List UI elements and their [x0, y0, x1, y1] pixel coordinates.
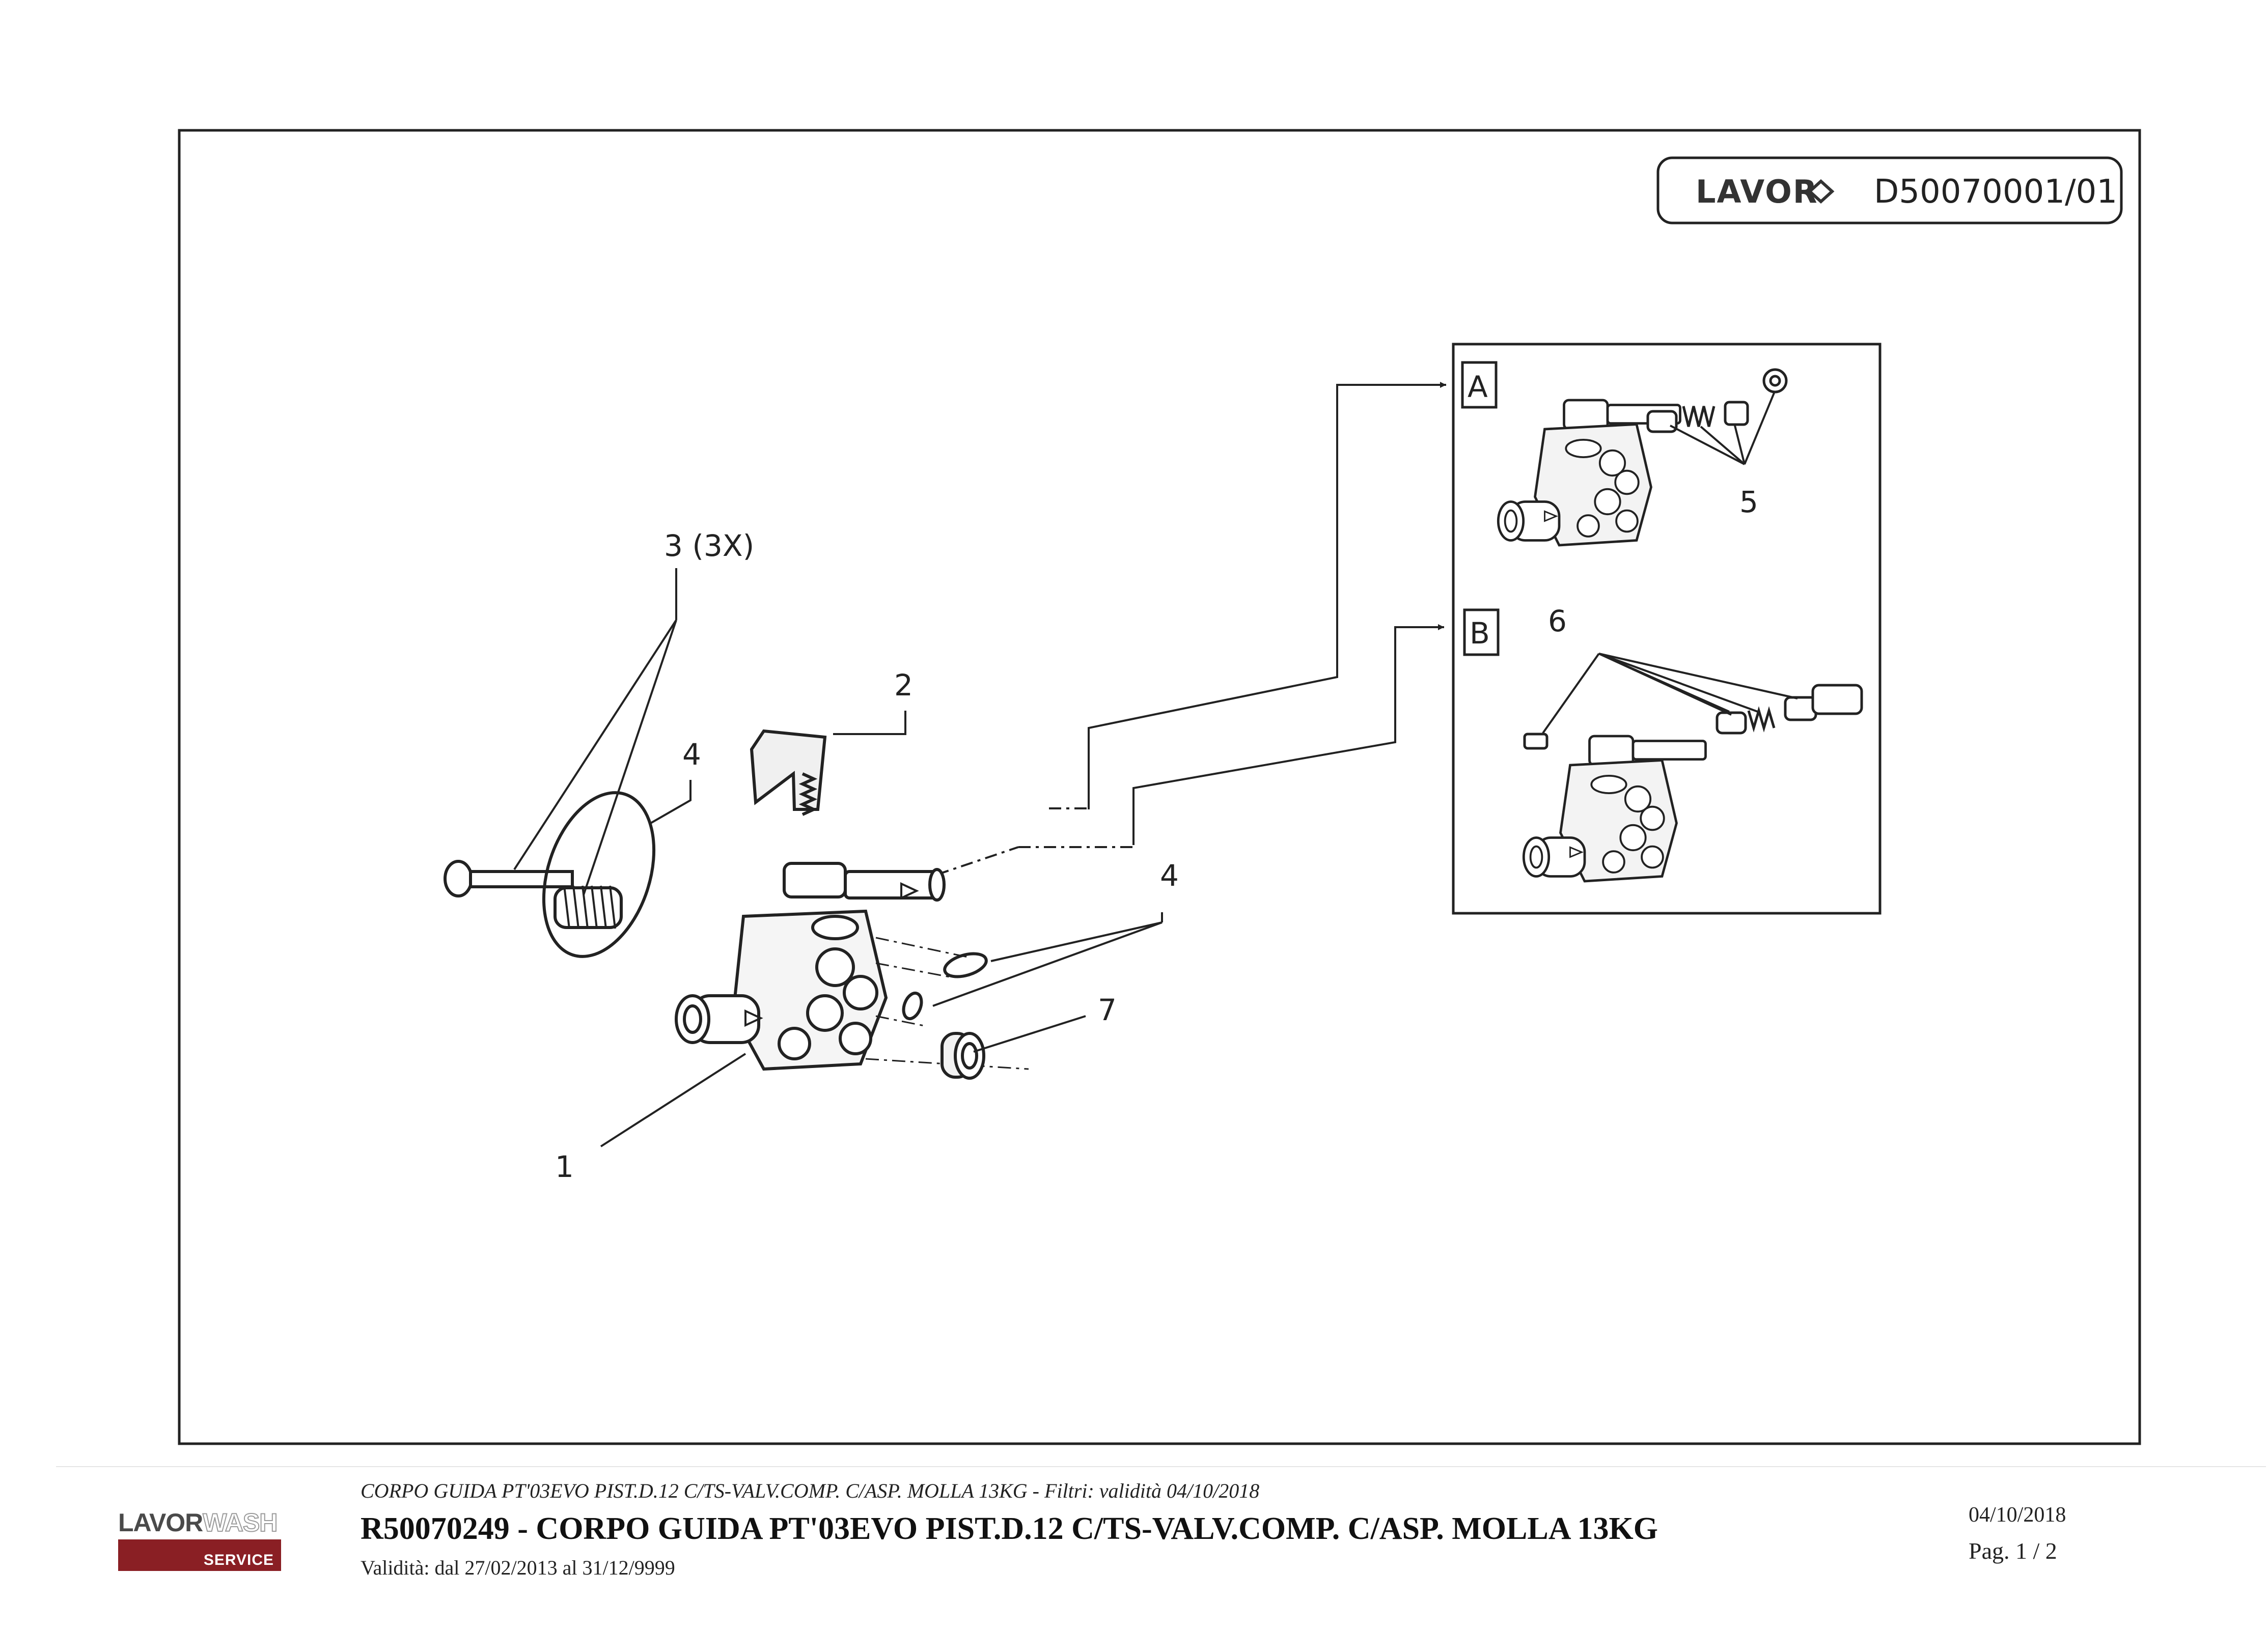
leader-lines-5: [1670, 392, 1775, 465]
validity-period: Validità: dal 27/02/2013 al 31/12/9999: [361, 1556, 675, 1579]
page-number: Pag. 1 / 2: [1969, 1538, 2057, 1564]
callout-4-left: 4: [682, 737, 701, 772]
part-3-piston-guide: [444, 860, 623, 929]
callout-2: 2: [894, 668, 913, 703]
leader-lines-3: [513, 568, 677, 895]
leader-line-2: [833, 711, 906, 735]
detail-b-tag: [1463, 608, 1500, 656]
drawing-code: D50070001/01: [1874, 173, 2117, 211]
logo-wash-text: WASH: [202, 1508, 278, 1537]
part-4-snap-ring: [542, 791, 656, 958]
document-subtitle: CORPO GUIDA PT'03EVO PIST.D.12 C/TS-VALV…: [361, 1479, 1260, 1502]
logo-service-bar: SERVICE: [118, 1539, 281, 1571]
detail-b-components: [1523, 684, 1863, 750]
logo-lavor-text: LAVOR: [118, 1508, 203, 1537]
callout-7: 7: [1098, 993, 1117, 1027]
diamond-logo-icon: [1807, 179, 1835, 204]
leader-line-7: [973, 1015, 1086, 1053]
detail-a-letter: A: [1468, 370, 1488, 404]
leader-line-4-left: [649, 780, 692, 825]
document-title: R50070249 - CORPO GUIDA PT'03EVO PIST.D.…: [361, 1511, 1658, 1546]
callout-1: 1: [555, 1149, 574, 1184]
callout-5: 5: [1739, 485, 1758, 519]
footer-separator: [56, 1466, 2266, 1467]
exploded-parts-diagram: LAVOR D50070001/01 A B 5 6: [178, 129, 2141, 1445]
detail-a-tag: [1461, 361, 1498, 409]
drawing-frame: [178, 129, 2141, 1445]
header-badge: [1656, 156, 2123, 224]
leader-lines-6: [1542, 653, 1798, 734]
detail-b-letter: B: [1470, 616, 1490, 651]
main-pump-body: [675, 862, 946, 1071]
detail-a-components: [1646, 368, 1788, 433]
part-4-oring-upper: [943, 952, 988, 978]
detail-connector-lines: [936, 382, 1446, 876]
part-2-cap: [750, 729, 827, 816]
leader-lines-4-right: [932, 912, 1163, 1007]
header-brand-logo: LAVOR: [1696, 173, 1818, 210]
leader-line-1: [600, 1053, 746, 1147]
lavorwash-service-logo: LAVOR WASH SERVICE: [118, 1508, 281, 1573]
callout-4-right: 4: [1160, 858, 1179, 893]
logo-service-text: SERVICE: [203, 1552, 274, 1568]
part-4-oring-lower: [902, 991, 923, 1021]
detail-b-pump: [1524, 736, 1705, 881]
callout-6: 6: [1548, 604, 1567, 638]
document-date: 04/10/2018: [1969, 1503, 2066, 1527]
part-7-seal: [941, 1032, 985, 1080]
detail-frame: [1452, 343, 1882, 915]
callout-3-qty: 3 (3X): [664, 528, 754, 563]
